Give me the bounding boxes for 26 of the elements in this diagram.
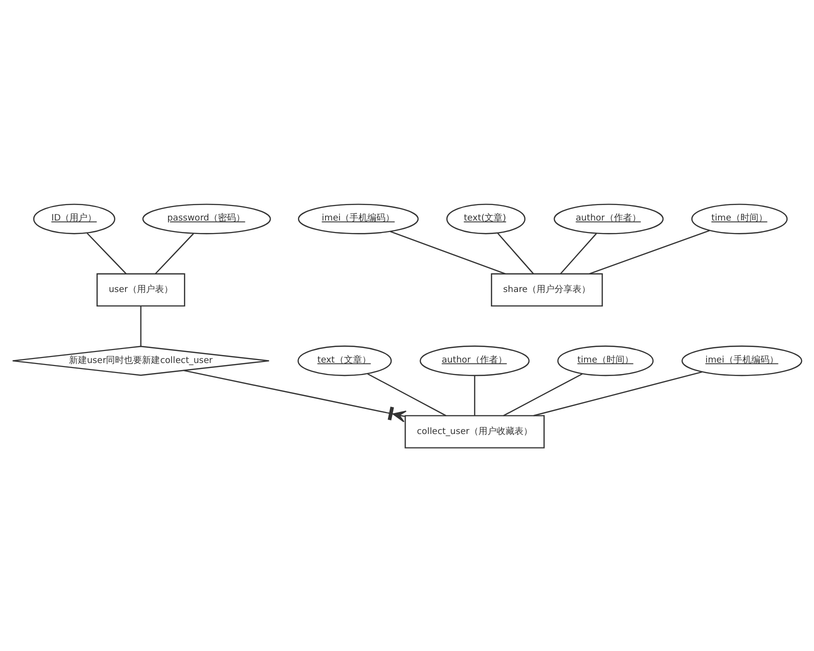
- connector: [367, 372, 446, 416]
- connector: [86, 232, 127, 274]
- node-diamond: 新建user同时也要新建collect_user: [12, 345, 270, 376]
- connector: [534, 370, 702, 416]
- node-box: user（用户表）: [96, 272, 186, 306]
- node-box: collect_user（用户收藏表）: [404, 414, 545, 448]
- node-box: share（用户分享表）: [490, 272, 603, 306]
- node-ellipse: password（密码）: [142, 203, 271, 234]
- connector: [390, 230, 506, 274]
- node-ellipse: author（作者）: [420, 345, 530, 376]
- node-ellipse: time（时间）: [557, 345, 654, 376]
- node-ellipse: author（作者）: [554, 203, 664, 234]
- connector: [497, 232, 534, 274]
- connector: [474, 375, 476, 415]
- node-ellipse: text（文章）: [298, 345, 392, 376]
- connector: [140, 306, 142, 346]
- node-ellipse: imei（手机编码）: [682, 345, 802, 376]
- node-ellipse: text(文章): [446, 203, 526, 234]
- connector: [560, 232, 597, 274]
- connector: [589, 229, 710, 274]
- connector: [503, 372, 583, 416]
- node-ellipse: imei（手机编码）: [298, 203, 419, 234]
- connector: [154, 232, 194, 274]
- connector: [183, 369, 407, 422]
- node-ellipse: time（时间）: [691, 203, 788, 234]
- node-ellipse: ID（用户）: [33, 203, 116, 234]
